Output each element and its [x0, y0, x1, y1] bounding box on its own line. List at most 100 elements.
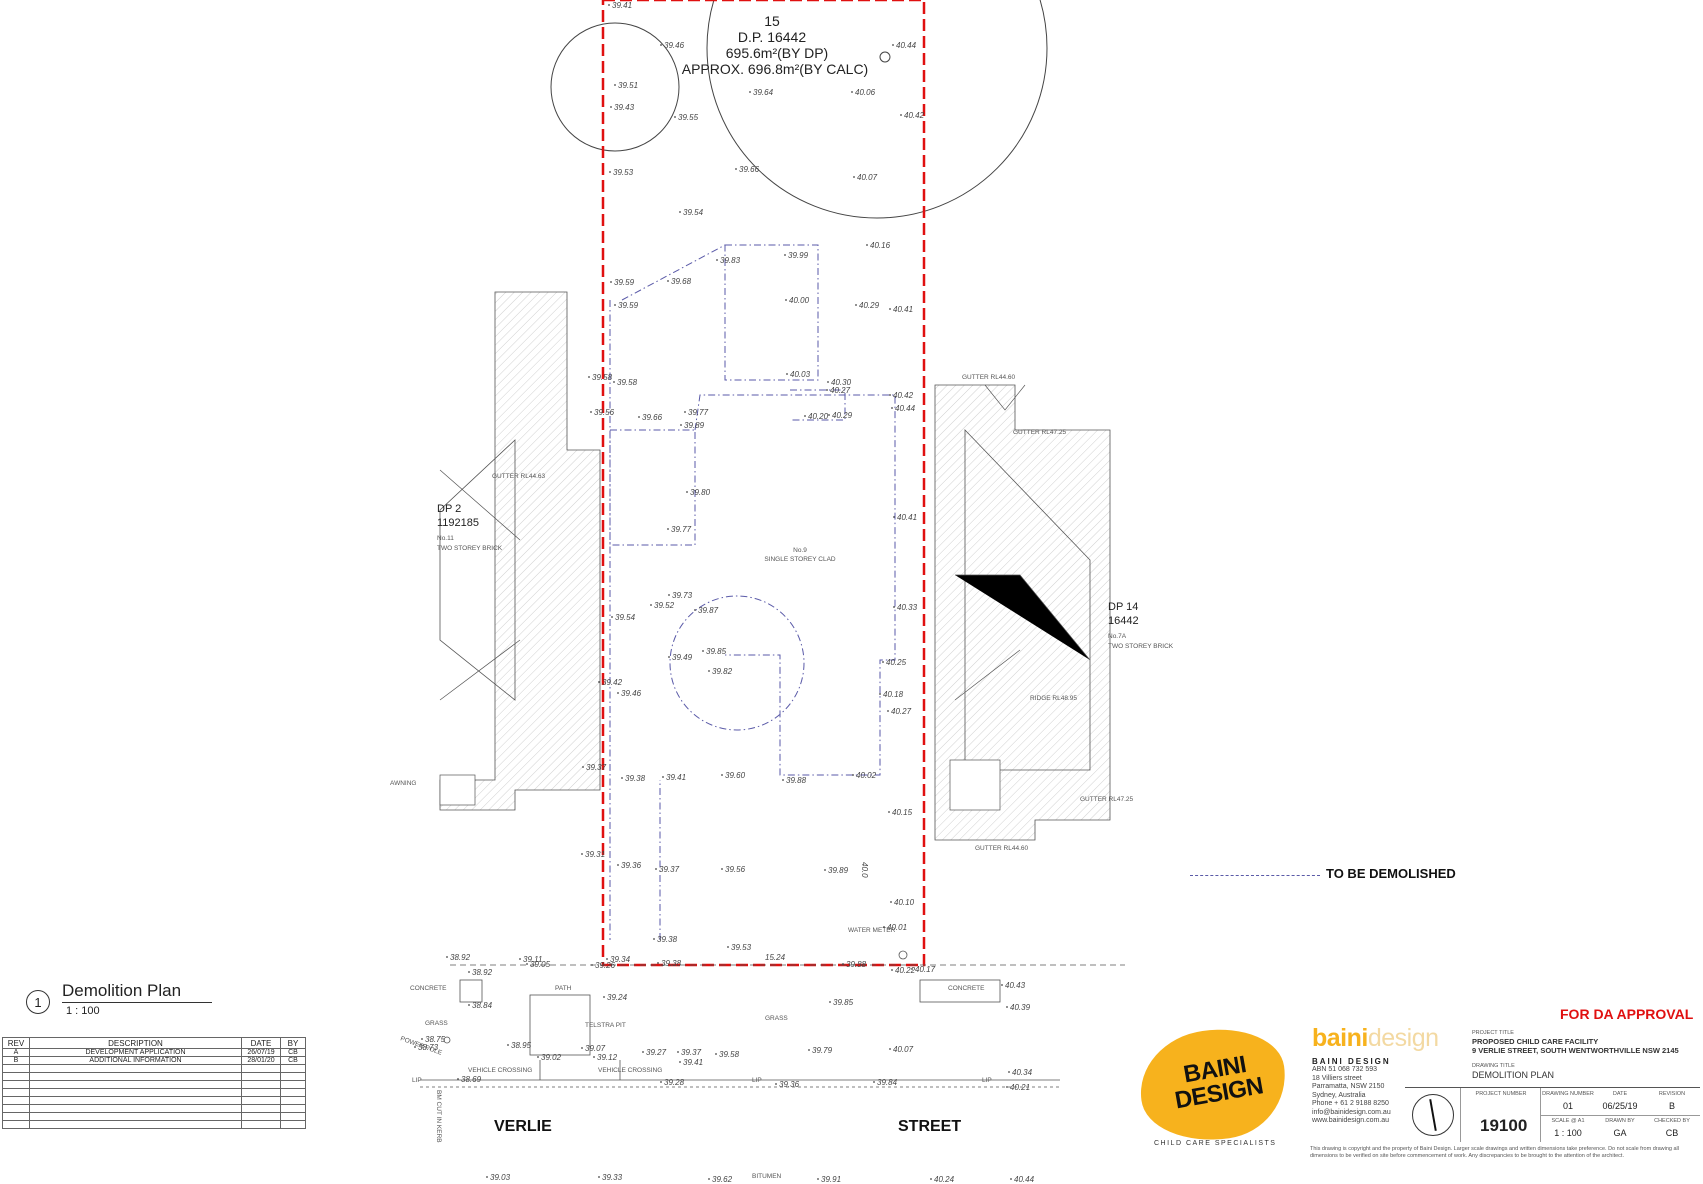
spot-level: 40.44 [896, 41, 917, 50]
spot-level-marker [785, 299, 787, 301]
spot-level: 39.87 [698, 606, 719, 615]
gutter-right-4: GUTTER RL44.60 [975, 845, 1028, 852]
spot-level: 39.27 [646, 1048, 667, 1057]
spot-level: 40.07 [857, 173, 878, 182]
spot-level: 40.02 [856, 771, 877, 780]
spot-level: 40.29 [859, 301, 880, 310]
scale-label: SCALE @ A1 [1551, 1118, 1585, 1124]
spot-level-marker [686, 491, 688, 493]
spot-level-marker [855, 304, 857, 306]
spot-level: 39.58 [617, 378, 638, 387]
spot-level-marker [888, 811, 890, 813]
spot-level: 39.38 [625, 774, 646, 783]
spot-level-marker [930, 1178, 932, 1180]
spot-level: 39.54 [683, 208, 704, 217]
spot-level-marker [680, 424, 682, 426]
spot-level: 40.07 [893, 1045, 914, 1054]
rev-header-description: DESCRIPTION [29, 1037, 242, 1049]
spot-level: 40.16 [870, 241, 891, 250]
right-dp: DP 14 [1108, 601, 1138, 613]
lot-area-calc: APPROX. 696.8m²(BY CALC) [682, 61, 868, 77]
spot-level-marker [889, 1048, 891, 1050]
gutter-right-2: GUTTER RL47.25 [1013, 429, 1066, 436]
date-label: DATE [1612, 1091, 1628, 1097]
spot-level-marker [826, 389, 828, 391]
right-dp-number: 16442 [1108, 615, 1139, 627]
spot-level-marker [621, 777, 623, 779]
spot-level: 40.41 [893, 305, 913, 314]
spot-level-marker [603, 996, 605, 998]
lip-2: LIP [752, 1077, 762, 1084]
spot-level: 40.42 [893, 391, 914, 400]
spot-level-marker [852, 774, 854, 776]
spot-level-marker [889, 394, 891, 396]
lot-number: 15 [764, 13, 780, 29]
spot-level-marker [702, 650, 704, 652]
legend-label: TO BE DEMOLISHED [1326, 866, 1456, 881]
rev-cell: DEVELOPMENT APPLICATION [29, 1048, 242, 1057]
spot-level: 39.24 [607, 993, 628, 1002]
company-suburb: Parramatta, NSW 2150 [1312, 1083, 1385, 1090]
spot-level-marker [882, 661, 884, 663]
demolition-outlines [609, 244, 896, 940]
spot-level: 39.03 [490, 1173, 511, 1182]
spot-level-marker [851, 91, 853, 93]
spot-level: 39.41 [683, 1058, 703, 1067]
title-block-grid: PROJECT NUMBER DRAWING NUMBER 01 DATE 06… [1405, 1087, 1700, 1142]
view-title: 1 Demolition Plan 1 : 100 [26, 978, 212, 1024]
copyright-disclaimer: This drawing is copyright and the proper… [1310, 1146, 1679, 1159]
street-kerb [420, 950, 1125, 1088]
spot-level: 40.10 [894, 898, 915, 907]
spot-level: 40.27 [891, 707, 912, 716]
spot-level-marker [842, 963, 844, 965]
spot-level-marker [891, 407, 893, 409]
water-meter-label: WATER METER [848, 927, 896, 934]
spot-level: 39.34 [610, 955, 631, 964]
spot-level-marker [660, 44, 662, 46]
checked-by: CB [1665, 1128, 1679, 1138]
spot-level-marker [674, 116, 676, 118]
spot-level-marker [581, 1047, 583, 1049]
date-value: 06/25/19 [1602, 1101, 1638, 1111]
north-needle [1429, 1099, 1437, 1131]
spot-level: 39.38 [657, 935, 678, 944]
spot-level: 38.84 [472, 1001, 493, 1010]
rev-cell: A [2, 1048, 30, 1057]
spot-level: 39.89 [684, 421, 705, 430]
rev-cell [280, 1120, 306, 1129]
spot-level: 39.56 [594, 408, 615, 417]
spot-level-marker [662, 776, 664, 778]
baini-logo: BAINI DESIGN CHILD CARE SPECIALISTS [1133, 1020, 1293, 1152]
spot-level-marker [721, 868, 723, 870]
table-row [2, 1072, 306, 1081]
left-house-number: No.11 [437, 535, 454, 542]
company-block: bainidesign BAINI DESIGN ABN 51 068 732 … [1312, 1024, 1472, 1126]
rev-cell: 26/07/19 [241, 1048, 281, 1057]
spot-level-marker [866, 244, 868, 246]
spot-level-marker [900, 114, 902, 116]
rev-cell [241, 1096, 281, 1105]
spot-level-marker [614, 84, 616, 86]
spot-level-marker [582, 766, 584, 768]
spot-level-marker [679, 211, 681, 213]
right-house-desc: TWO STOREY BRICK [1108, 643, 1174, 650]
spot-level: 40.20 [808, 412, 829, 421]
spot-level: 40.33 [897, 603, 918, 612]
spot-level: 39.64 [753, 88, 774, 97]
street-name-word-2: STREET [898, 1118, 961, 1135]
spot-level: 39.31 [585, 850, 605, 859]
spot-level: 40.03 [790, 370, 811, 379]
spot-level-marker [609, 171, 611, 173]
concrete-right: CONCRETE [948, 985, 985, 992]
site-boundary [601, 0, 926, 967]
spot-level-marker [468, 1004, 470, 1006]
table-row [2, 1112, 306, 1121]
spot-level: 39.41 [612, 1, 632, 10]
spot-level: 39.68 [671, 277, 692, 286]
spot-level-marker [598, 681, 600, 683]
spot-level: 39.07 [585, 1044, 606, 1053]
spot-level: 39.02 [541, 1053, 562, 1062]
spot-level: 39.37 [586, 763, 607, 772]
spot-level-marker [668, 656, 670, 658]
